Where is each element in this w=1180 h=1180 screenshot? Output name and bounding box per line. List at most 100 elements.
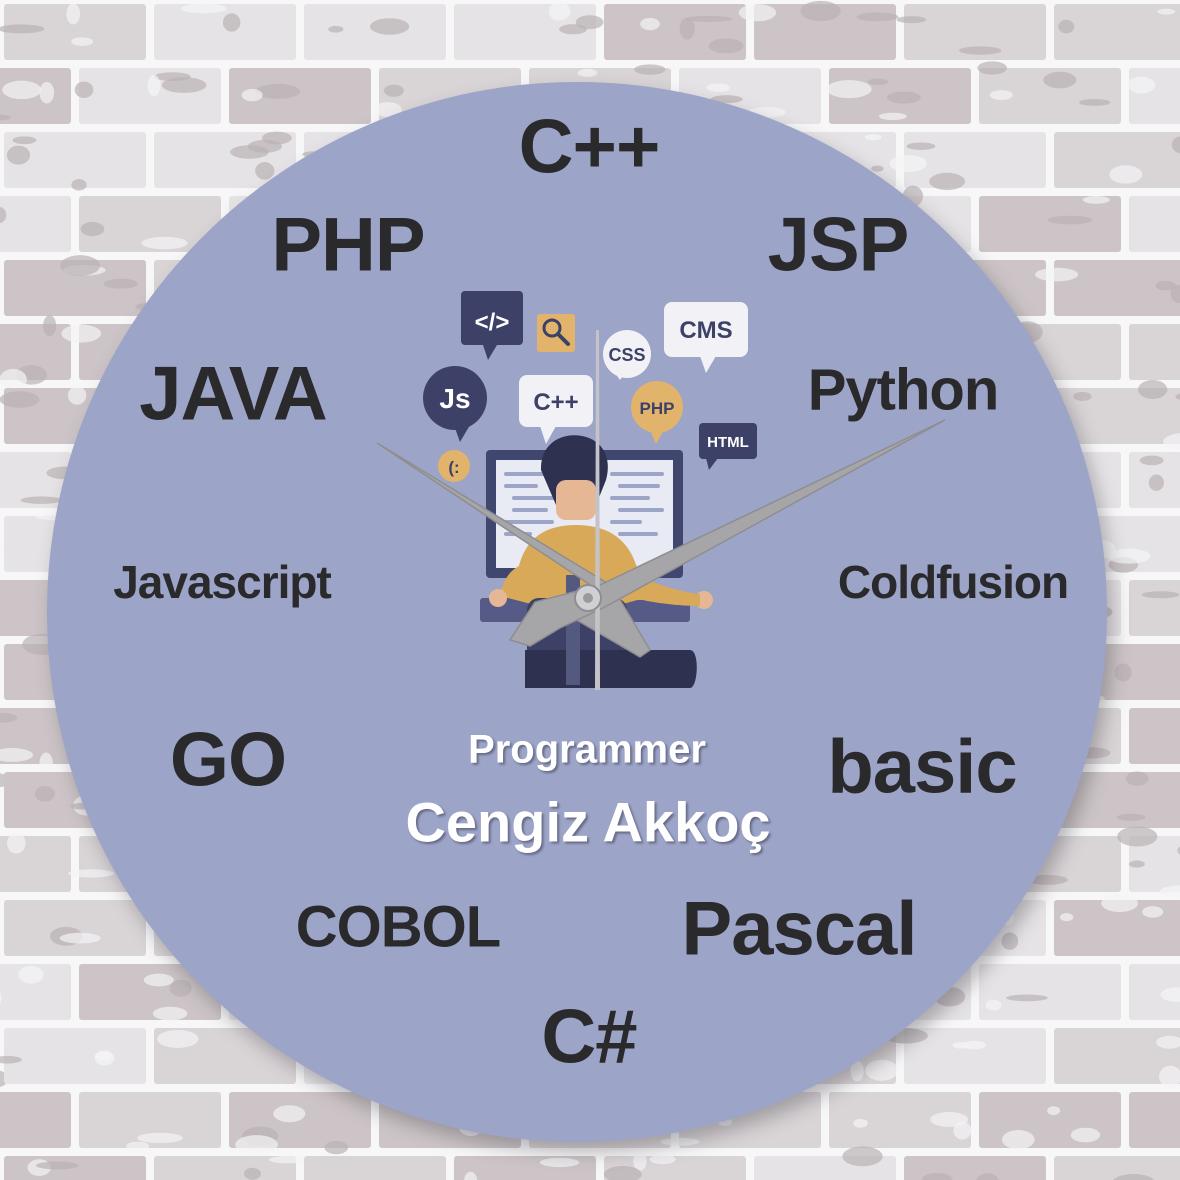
brick [979,964,1121,1020]
code-bubble-label: </> [475,309,510,336]
brick-texture [640,17,660,31]
brick-texture [324,1140,349,1155]
brick-texture [1059,913,1074,922]
brick-texture [0,712,18,723]
brick-texture [1025,874,1068,885]
brick [79,196,221,252]
brick [79,964,221,1020]
brick [0,964,71,1020]
brick-texture [80,221,105,237]
css-bubble-label: CSS [608,345,645,365]
brick-texture [137,1132,183,1144]
brick-texture [1114,663,1132,682]
brick-texture [1142,906,1164,918]
smiley-bubble-label: (: [448,458,459,477]
brick [229,68,371,124]
numeral-eight: GO [169,717,287,803]
brick-texture [1043,71,1077,89]
brick-texture [826,80,872,99]
brick [4,260,146,316]
brick-texture [708,38,744,54]
brick [1054,4,1180,60]
brick-texture [241,88,263,102]
brick [1129,964,1180,1020]
brick-texture [169,979,192,997]
brick-texture [1116,813,1146,821]
numeral-one: JSP [767,202,910,288]
brick-texture [989,90,1013,100]
brick [4,132,146,188]
brick-texture [706,83,730,93]
brick-texture [0,114,12,121]
brick [1054,1028,1180,1084]
brick-texture [0,391,40,408]
caption-title: Programmer [468,727,706,772]
brick-texture [1128,860,1145,868]
brick-texture [1078,98,1111,106]
brick-texture [74,81,94,99]
caption-name: Cengiz Akkoç [405,790,771,854]
numeral-eleven: PHP [271,202,425,288]
brick-texture [1159,885,1180,898]
brick-texture [889,155,927,173]
brick [0,1092,71,1148]
brick [4,4,146,60]
brick-texture [328,25,344,33]
brick-texture [1035,267,1079,282]
brick-texture [800,0,841,22]
brick [304,4,446,60]
brick [154,4,296,60]
brick-texture [959,46,1002,55]
cpp-bubble-label: C++ [533,389,578,416]
brick-texture [39,752,53,774]
brick-texture [103,278,139,289]
brick-texture [1001,1130,1035,1150]
brick-texture [71,178,87,191]
brick-texture [853,1118,868,1128]
brick [1129,1092,1180,1148]
brick [4,900,146,956]
brick-texture [896,16,927,24]
brick-texture [1177,846,1180,855]
brick-texture [141,236,188,250]
numeral-four: basic [827,724,1017,810]
brick-texture [878,112,907,121]
brick-texture [1001,932,1019,950]
brick-texture [906,142,936,150]
brick-texture [1156,1035,1180,1049]
brick-texture [18,965,44,984]
brick-texture [161,77,207,93]
brick-texture [273,1105,306,1123]
brick-texture [1171,136,1180,154]
brick-texture [0,992,2,1005]
brick-texture [975,1173,1000,1180]
brick-texture [1158,1065,1180,1088]
magnifier-icon [537,314,575,352]
numeral-five: Pascal [681,886,918,972]
brick-texture [603,1166,642,1180]
brick [0,196,71,252]
numeral-two: Python [807,357,1000,423]
brick-texture [865,1059,899,1081]
brick-texture [1163,433,1180,451]
brick-texture [1157,8,1176,15]
brick-texture [1006,994,1048,1002]
brick-texture [2,80,42,100]
brick [304,1156,446,1180]
brick-texture [962,1040,986,1050]
brick-texture [35,1161,79,1170]
brick-texture [147,74,161,97]
brick [0,324,71,380]
brick-texture [577,68,598,77]
brick-texture [255,83,300,99]
js-bubble-label: Js [439,383,470,414]
numeral-twelve: C++ [518,104,661,190]
brick-texture [842,1146,883,1167]
brick-texture [94,1051,113,1061]
brick-texture [222,13,241,32]
brick-texture [235,1135,278,1155]
brick [904,4,1046,60]
smiley-bubble: (: [438,450,470,482]
brick-texture [6,145,31,165]
brick-texture [660,1137,700,1146]
